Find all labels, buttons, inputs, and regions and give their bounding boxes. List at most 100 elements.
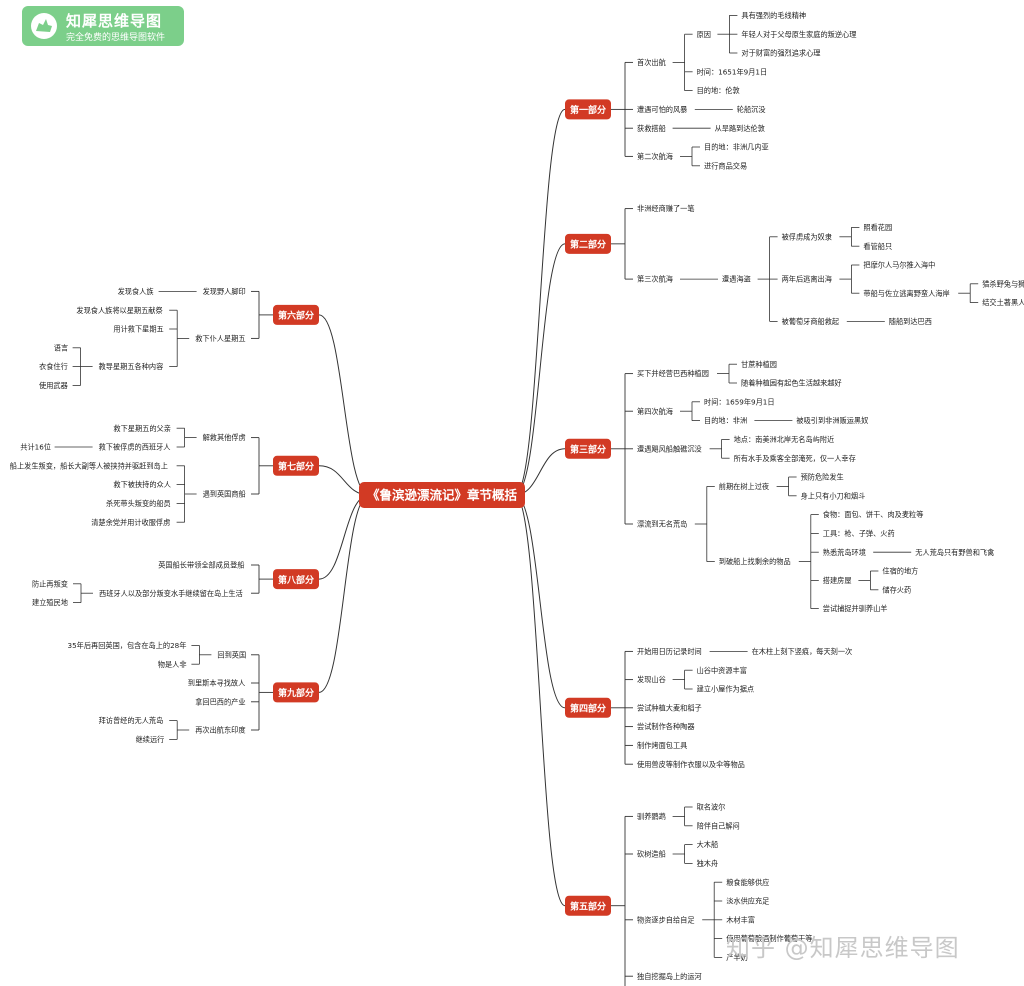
topic-node[interactable]: 第四次航海 bbox=[637, 407, 673, 416]
topic-node[interactable]: 解救其他俘虏 bbox=[203, 433, 246, 442]
topic-node[interactable]: 制作烤面包工具 bbox=[637, 741, 687, 750]
topic-node[interactable]: 具有强烈的毛线精神 bbox=[741, 11, 806, 20]
topic-node[interactable]: 把摩尔人马尔推入海中 bbox=[863, 261, 935, 270]
topic-node[interactable]: 山谷中资源丰富 bbox=[697, 666, 747, 675]
topic-node[interactable]: 救下仆人星期五 bbox=[195, 334, 245, 343]
topic-node[interactable]: 发现食人族 bbox=[118, 287, 154, 296]
topic-node[interactable]: 衣食住行 bbox=[39, 362, 68, 371]
topic-node[interactable]: 第三次航海 bbox=[637, 275, 673, 284]
topic-node[interactable]: 预防危险发生 bbox=[801, 473, 844, 482]
topic-node[interactable]: 被葡萄牙商船救起 bbox=[782, 317, 840, 326]
topic-node[interactable]: 淡水供应充足 bbox=[726, 897, 769, 906]
branch-node[interactable] bbox=[273, 569, 319, 590]
topic-node[interactable]: 物资逐步自给自足 bbox=[637, 915, 695, 924]
branch-node[interactable] bbox=[565, 438, 611, 459]
topic-node[interactable]: 漂流到无名荒岛 bbox=[637, 520, 687, 529]
topic-node[interactable]: 拿回巴西的产业 bbox=[195, 697, 245, 706]
topic-node[interactable]: 救下星期五的父亲 bbox=[113, 424, 171, 433]
topic-node[interactable]: 地点：南美洲北岸无名岛屿附近 bbox=[734, 435, 835, 444]
topic-node[interactable]: 非洲经商赚了一笔 bbox=[637, 204, 695, 213]
topic-node[interactable]: 大木船 bbox=[697, 840, 719, 849]
topic-node[interactable]: 共计16位 bbox=[20, 443, 51, 452]
topic-node[interactable]: 尝试捕捉并驯养山羊 bbox=[823, 604, 888, 613]
topic-node[interactable]: 搭建房屋 bbox=[823, 576, 852, 585]
branch-node[interactable] bbox=[273, 455, 319, 476]
topic-node[interactable]: 尝试制作各种陶器 bbox=[637, 722, 695, 731]
topic-node[interactable]: 食物：面包、饼干、肉及麦粒等 bbox=[823, 510, 924, 519]
topic-node[interactable]: 带船与佐立逃离野蛮人海岸 bbox=[863, 289, 949, 298]
topic-node[interactable]: 进行商品交易 bbox=[704, 161, 747, 170]
topic-node[interactable]: 取名波尔 bbox=[697, 803, 726, 812]
topic-node[interactable]: 到里斯本寻找故人 bbox=[188, 679, 246, 688]
topic-node[interactable]: 首次出航 bbox=[637, 58, 666, 67]
topic-node[interactable]: 轮船沉没 bbox=[737, 105, 766, 114]
topic-node[interactable]: 开始用日历记录时间 bbox=[637, 647, 702, 656]
topic-node[interactable]: 发现野人脚印 bbox=[203, 287, 246, 296]
topic-node[interactable]: 目的地：非洲几内亚 bbox=[704, 143, 769, 152]
topic-node[interactable]: 独木舟 bbox=[697, 859, 719, 868]
topic-node[interactable]: 建立小屋作为据点 bbox=[697, 685, 755, 694]
topic-node[interactable]: 照看花园 bbox=[863, 223, 892, 232]
topic-node[interactable]: 甘蔗种植园 bbox=[741, 360, 777, 369]
topic-node[interactable]: 对于财富的强烈追求心理 bbox=[741, 49, 820, 58]
topic-node[interactable]: 防止再叛变 bbox=[32, 579, 68, 588]
topic-node[interactable]: 到破船上找剩余的物品 bbox=[719, 557, 791, 566]
topic-node[interactable]: 身上只有小刀和烟斗 bbox=[801, 491, 866, 500]
branch-node[interactable] bbox=[565, 233, 611, 254]
topic-node[interactable]: 回到英国 bbox=[217, 650, 246, 659]
topic-node[interactable]: 使用葡萄酿酒制作葡萄干等 bbox=[726, 934, 812, 943]
topic-node[interactable]: 时间：1659年9月1日 bbox=[704, 397, 775, 406]
topic-node[interactable]: 在木柱上刻下竖痕，每天刻一次 bbox=[752, 647, 853, 656]
topic-node[interactable]: 继续远行 bbox=[136, 735, 165, 744]
topic-node[interactable]: 无人荒岛只有野兽和飞禽 bbox=[915, 548, 994, 557]
topic-node[interactable]: 所有水手及乘客全部淹死，仅一人幸存 bbox=[734, 454, 856, 463]
branch-node[interactable] bbox=[273, 682, 319, 703]
topic-node[interactable]: 工具：枪、子弹、火药 bbox=[823, 529, 895, 538]
topic-node[interactable]: 遭遇海盗 bbox=[722, 275, 751, 284]
topic-node[interactable]: 发现食人族将以星期五献祭 bbox=[76, 306, 162, 315]
topic-node[interactable]: 买下并经营巴西种植园 bbox=[637, 369, 709, 378]
topic-node[interactable]: 两年后逃离出海 bbox=[782, 275, 832, 284]
topic-node[interactable]: 获救搭船 bbox=[637, 124, 666, 133]
topic-node[interactable]: 从旱路到达伦敦 bbox=[715, 124, 765, 133]
topic-node[interactable]: 陪伴自己解闷 bbox=[697, 821, 740, 830]
topic-node[interactable]: 前期在树上过夜 bbox=[719, 482, 769, 491]
topic-node[interactable]: 独自挖掘岛上的运河 bbox=[637, 972, 702, 981]
topic-node[interactable]: 遭遇可怕的风暴 bbox=[637, 105, 687, 114]
topic-node[interactable]: 遭遇飓风船触礁沉没 bbox=[637, 444, 702, 453]
topic-node[interactable]: 使用兽皮等制作衣服以及伞等物品 bbox=[637, 760, 745, 769]
topic-node[interactable]: 杀死带头叛变的船员 bbox=[106, 499, 171, 508]
topic-node[interactable]: 英国船长带领全部成员登船 bbox=[158, 561, 244, 570]
topic-node[interactable]: 救下被俘虏的西班牙人 bbox=[99, 443, 171, 452]
topic-node[interactable]: 年轻人对于父母原生家庭的叛逆心理 bbox=[741, 30, 856, 39]
branch-node[interactable] bbox=[565, 99, 611, 120]
topic-node[interactable]: 驯养鹦鹉 bbox=[637, 812, 666, 821]
topic-node[interactable]: 目的地：伦敦 bbox=[697, 86, 740, 95]
topic-node[interactable]: 35年后再回英国，包含在岛上的28年 bbox=[68, 641, 187, 650]
topic-node[interactable]: 时间：1651年9月1日 bbox=[697, 67, 768, 76]
topic-node[interactable]: 船上发生叛变，船长大副等人被挟持并驱赶到岛上 bbox=[10, 461, 168, 470]
topic-node[interactable]: 西班牙人以及部分叛变水手继续留在岛上生活 bbox=[99, 589, 243, 598]
topic-node[interactable]: 熟悉荒岛环境 bbox=[823, 548, 866, 557]
topic-node[interactable]: 被吸引到非洲贩运黑奴 bbox=[796, 416, 868, 425]
topic-node[interactable]: 物是人非 bbox=[158, 660, 187, 669]
topic-node[interactable]: 建立殖民地 bbox=[32, 598, 68, 607]
topic-node[interactable]: 木材丰富 bbox=[726, 915, 755, 924]
topic-node[interactable]: 猎杀野兔与狮狮 bbox=[982, 279, 1024, 288]
topic-node[interactable]: 教导星期五各种内容 bbox=[99, 362, 164, 371]
topic-node[interactable]: 砍树造船 bbox=[637, 850, 666, 859]
root-node[interactable] bbox=[359, 482, 525, 508]
branch-node[interactable] bbox=[565, 895, 611, 916]
topic-node[interactable]: 第二次航海 bbox=[637, 152, 673, 161]
topic-node[interactable]: 再次出航东印度 bbox=[195, 726, 245, 735]
branch-node[interactable] bbox=[565, 697, 611, 718]
topic-node[interactable]: 尝试种植大麦和稻子 bbox=[637, 703, 702, 712]
topic-node[interactable]: 语言 bbox=[54, 343, 68, 352]
topic-node[interactable]: 救下被挟持的众人 bbox=[113, 480, 171, 489]
topic-node[interactable]: 使用武器 bbox=[39, 381, 68, 390]
topic-node[interactable]: 用计救下星期五 bbox=[113, 325, 163, 334]
topic-node[interactable]: 结交土著黑人 bbox=[982, 298, 1024, 307]
topic-node[interactable]: 拜访曾经的无人荒岛 bbox=[99, 716, 164, 725]
topic-node[interactable]: 储存火药 bbox=[882, 585, 911, 594]
topic-node[interactable]: 住宿的地方 bbox=[882, 567, 918, 576]
